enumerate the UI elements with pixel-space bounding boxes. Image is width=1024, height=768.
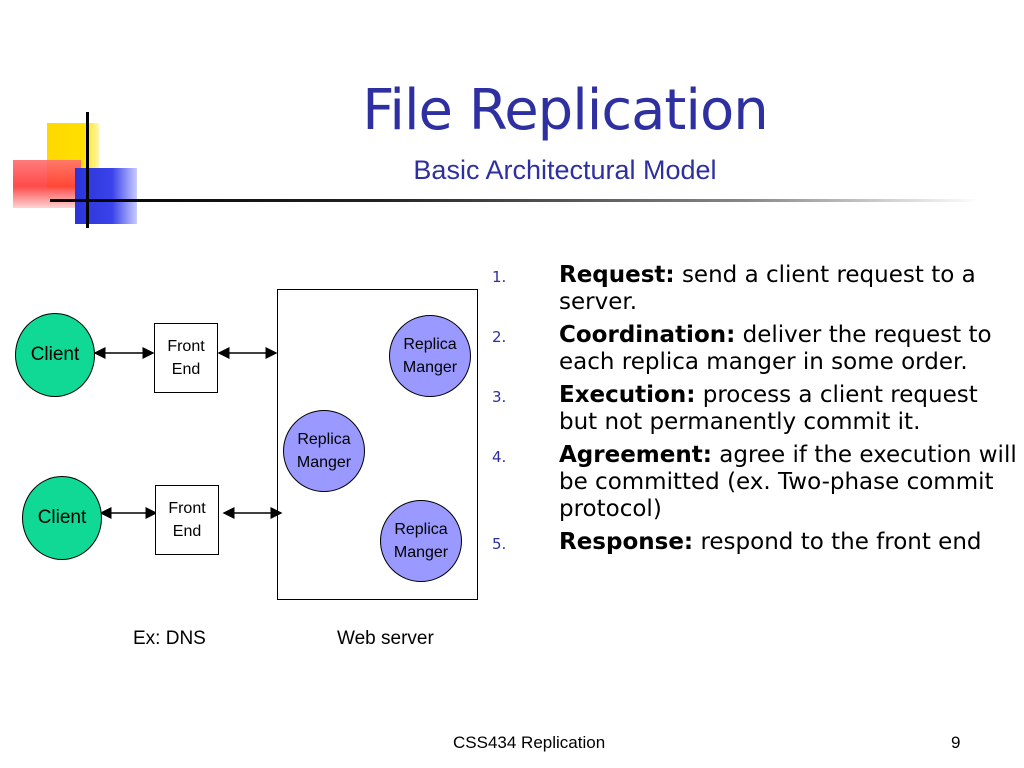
step-term: Response: <box>559 529 694 555</box>
steps-list: 1. Request: send a client request to a s… <box>492 262 1022 562</box>
client-label: Client <box>37 507 87 528</box>
step-term: Request: <box>559 262 675 288</box>
replica-label-line2: Manger <box>296 454 352 471</box>
front-end-box-top: Front End <box>154 323 218 393</box>
replica-label-line2: Manger <box>393 544 449 561</box>
list-item: 1. Request: send a client request to a s… <box>492 262 1022 316</box>
web-server-box <box>277 289 478 600</box>
step-description: send a client request to a server. <box>559 262 976 315</box>
footer-course: CSS434 Replication <box>453 733 606 752</box>
step-description: respond to the front end <box>693 529 982 555</box>
list-item: 2. Coordination: deliver the request to … <box>492 322 1022 376</box>
page-number: 9 <box>951 733 961 752</box>
front-end-label-line2: End <box>171 361 201 378</box>
front-end-label-line1: Front <box>168 500 206 517</box>
decor-vertical-line <box>86 112 89 228</box>
step-description: agree if the execution will be committed… <box>559 442 1017 522</box>
list-item: 4. Agreement: agree if the execution wil… <box>492 442 1022 523</box>
front-end-box-bottom: Front End <box>155 485 219 555</box>
replica-label-line1: Replica <box>297 431 351 448</box>
front-end-label-line1: Front <box>167 338 205 355</box>
replica-label-line1: Replica <box>394 521 448 538</box>
client-label: Client <box>30 344 80 365</box>
list-number: 3. <box>492 388 507 406</box>
list-number: 4. <box>492 448 507 466</box>
slide-subtitle: Basic Architectural Model <box>413 155 717 185</box>
list-number: 5. <box>492 535 507 553</box>
slide-title: File Replication <box>362 78 768 143</box>
replica-manager-node-3: Replica Manger <box>380 500 462 582</box>
list-number: 2. <box>492 328 507 346</box>
decor-blue-square <box>75 168 137 224</box>
replica-label-line1: Replica <box>403 336 457 353</box>
caption-ex-dns: Ex: DNS <box>133 628 206 649</box>
replica-manager-node-2: Replica Manger <box>283 410 365 492</box>
title-underline <box>50 199 980 202</box>
list-number: 1. <box>492 268 507 286</box>
step-term: Execution: <box>559 382 696 408</box>
list-item: 5. Response: respond to the front end <box>492 529 1022 556</box>
list-item: 3. Execution: process a client request b… <box>492 382 1022 436</box>
replica-manager-node-1: Replica Manger <box>389 315 471 397</box>
step-term: Coordination: <box>559 322 736 348</box>
step-term: Agreement: <box>559 442 712 468</box>
replica-label-line2: Manger <box>402 359 458 376</box>
step-description: process a client request but not permane… <box>559 382 978 435</box>
client-node-top: Client <box>15 313 95 397</box>
front-end-label-line2: End <box>172 523 202 540</box>
step-description: deliver the request to each replica mang… <box>559 322 992 375</box>
caption-web-server: Web server <box>337 628 434 649</box>
client-node-bottom: Client <box>22 476 102 560</box>
